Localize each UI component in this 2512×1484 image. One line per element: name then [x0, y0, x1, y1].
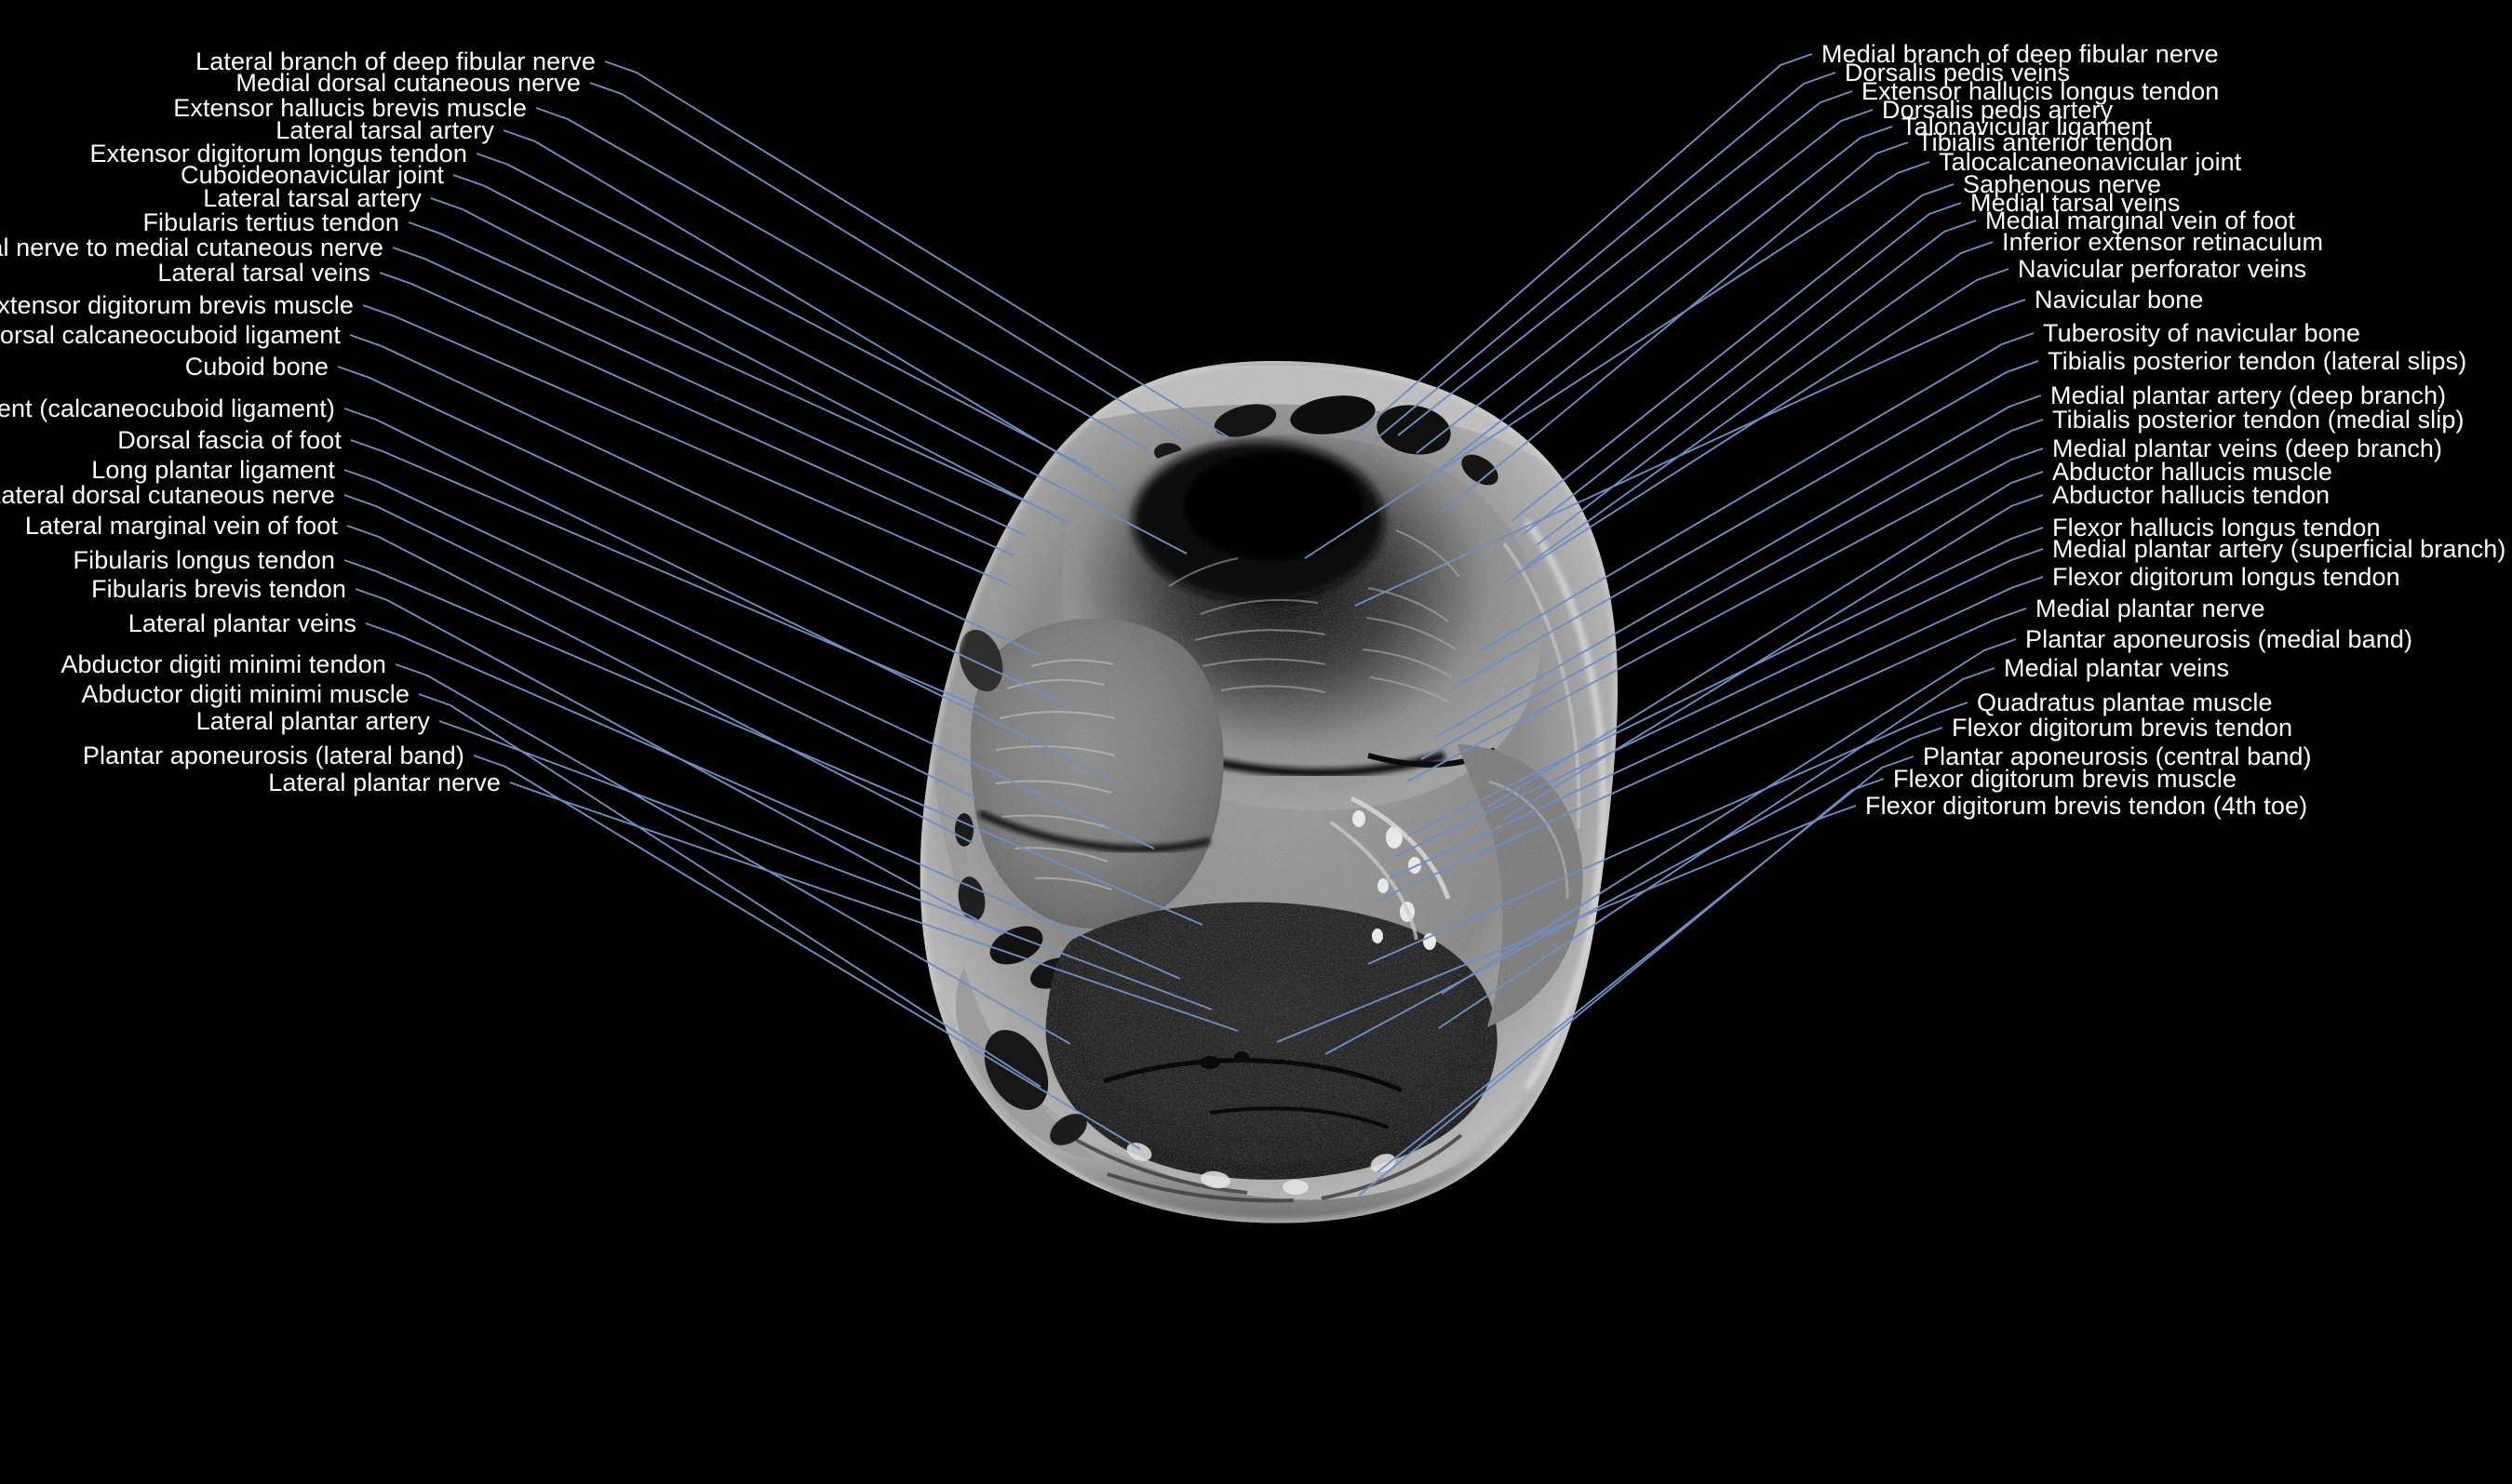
anatomy-label: Fibularis longus tendon: [73, 546, 335, 574]
anatomy-label: Lateral plantar artery: [195, 707, 430, 735]
anatomy-label: Dorsalis pedis artery: [1882, 96, 2114, 124]
anatomy-label: Flexor digitorum brevis tendon: [1952, 714, 2293, 742]
anatomy-label: Plantar aponeurosis (medial band): [2025, 625, 2413, 653]
anatomy-label: Lateral plantar nerve: [268, 769, 501, 796]
anatomy-label: Tuberosity of navicular bone: [2043, 319, 2360, 347]
anatomy-label: Lateral tarsal artery: [203, 184, 422, 212]
anatomy-label: Medial plantar artery (superficial branc…: [2052, 535, 2506, 563]
anatomy-label: Extensor digitorum longus tendon: [89, 140, 467, 167]
anatomy-label: Medial branch of deep fibular nerve: [1821, 40, 2219, 68]
anatomy-label: Medial plantar artery (deep branch): [2050, 381, 2447, 409]
anatomy-label: Medial marginal vein of foot: [1985, 207, 2295, 234]
anatomy-label: Dorsal fascia of foot: [117, 426, 342, 454]
anatomy-label: Lateral tarsal artery: [275, 116, 494, 144]
anatomy-label: Fibularis brevis tendon: [91, 575, 346, 603]
anatomy-label: Medial plantar veins (deep branch): [2052, 435, 2443, 462]
anatomy-label: Extensor hallucis longus tendon: [1861, 77, 2220, 105]
anatomy-label: Flexor digitorum brevis muscle: [1893, 765, 2237, 793]
anatomy-label: Lateral plantar veins: [128, 609, 356, 637]
anatomy-label: Cuboid bone: [184, 353, 329, 381]
anatomy-label: Quadratus plantae muscle: [1977, 689, 2273, 716]
anatomy-label: Medial plantar nerve: [2035, 595, 2265, 622]
anatomy-label: Abductor digiti minimi muscle: [81, 680, 410, 708]
anatomy-label: Flexor hallucis longus tendon: [2052, 514, 2381, 541]
anatomy-label: Fibularis tertius tendon: [142, 208, 399, 236]
anatomy-label: Plantar aponeurosis (lateral band): [82, 742, 464, 769]
anatomy-label: Lateral marginal vein of foot: [24, 512, 338, 540]
anatomy-label: Lateral dorsal cutaneous nerve: [0, 481, 335, 509]
anatomy-label: Tibialis posterior tendon (medial slip): [2052, 406, 2465, 434]
anatomy-label: Cuboideonavicular joint: [181, 161, 444, 189]
anatomy-label: Medial dorsal cutaneous nerve: [235, 69, 581, 97]
anatomy-label: Long plantar ligament: [91, 456, 335, 484]
anatomy-label: Abductor hallucis tendon: [2052, 481, 2331, 509]
anatomy-label: Flexor digitorum longus tendon: [2052, 563, 2400, 591]
anatomy-label: Abductor hallucis muscle: [2052, 458, 2333, 486]
anatomy-label: Inferior extensor retinaculum: [2002, 228, 2324, 256]
anatomy-label: Tibialis anterior tendon: [1917, 128, 2173, 156]
anatomy-label: Talonavicular ligament: [1901, 113, 2153, 140]
anatomy-label: Abductor digiti minimi tendon: [60, 650, 386, 678]
anatomy-label: Extensor digitorum brevis muscle: [0, 291, 354, 319]
anatomy-label: Navicular perforator veins: [2018, 255, 2307, 283]
anatomy-label: Tibialis posterior tendon (lateral slips…: [2048, 347, 2467, 375]
anatomy-label: Dorsal calcaneocuboid ligament: [0, 321, 341, 349]
anatomy-label: Plantar aponeurosis (central band): [1923, 742, 2312, 770]
anatomy-label: Medial tarsal veins: [1970, 189, 2181, 217]
anatomy-label: Saphenous nerve: [1963, 170, 2162, 198]
anatomy-label: Extensor hallucis brevis muscle: [173, 94, 527, 122]
anatomy-label: Navicular bone: [2035, 286, 2204, 314]
anatomy-label: Dorsalis pedis veins: [1845, 59, 2071, 87]
anatomy-label: Medial plantar veins: [2004, 654, 2230, 682]
anatomy-label: Lateral branch of deep fibular nerve: [195, 47, 596, 75]
anatomy-label: Talocalcaneonavicular joint: [1939, 148, 2242, 176]
anatomy-label: Anastomotic branch of sural nerve to med…: [0, 234, 383, 261]
anatomy-label: Short plantar ligament (calcaneocuboid l…: [0, 394, 335, 422]
anatomy-label: Flexor digitorum brevis tendon (4th toe): [1865, 792, 2308, 820]
anatomy-label: Lateral tarsal veins: [157, 259, 370, 287]
